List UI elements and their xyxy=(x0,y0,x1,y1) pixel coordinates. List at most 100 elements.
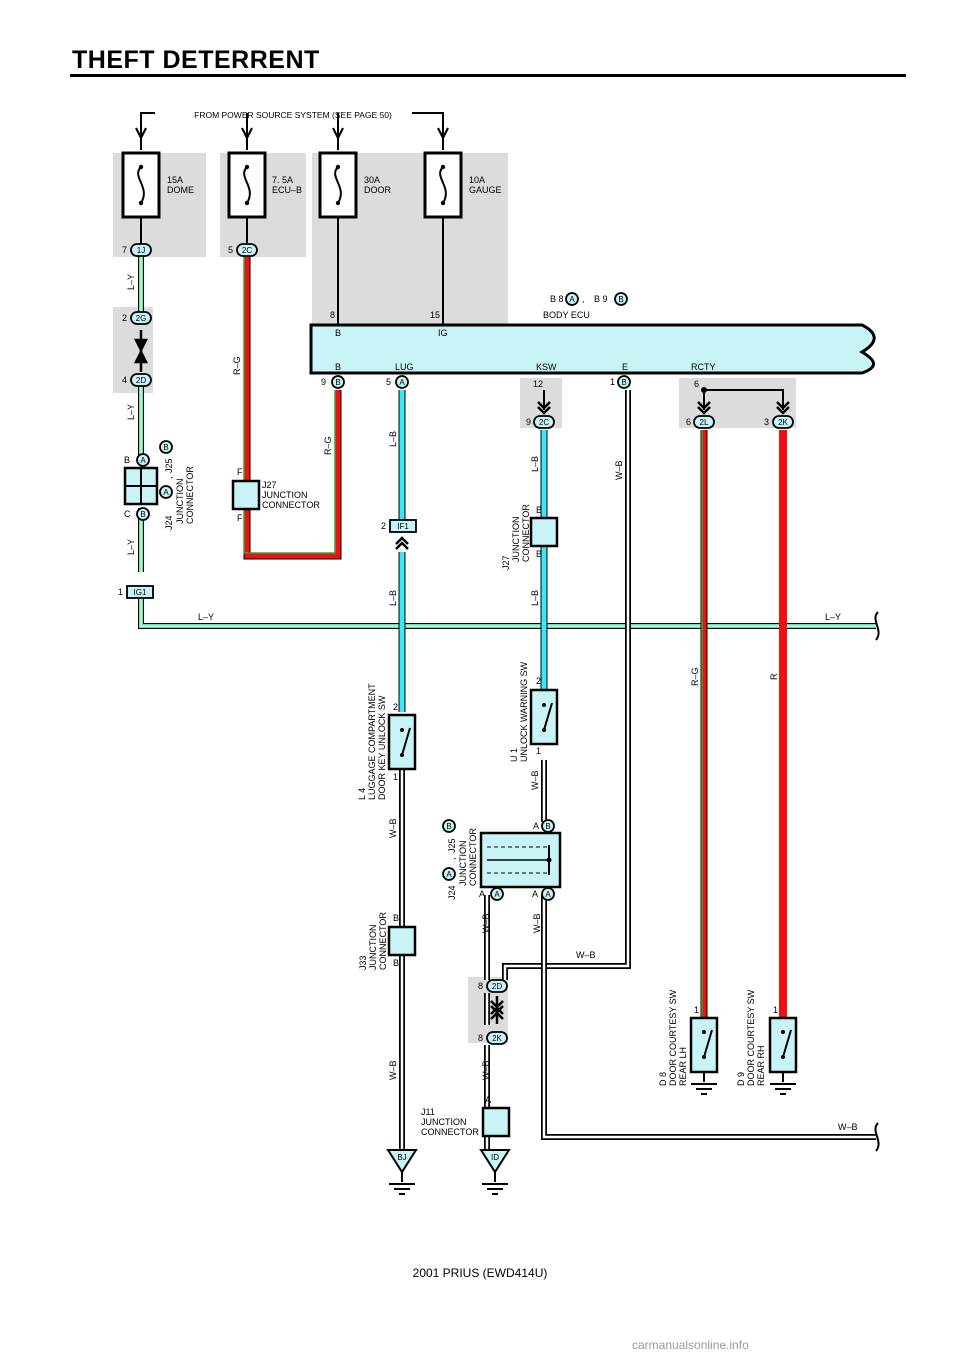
wire-label-wb-6: W–B xyxy=(576,950,596,960)
switch-d8 xyxy=(689,1016,719,1095)
pin-2g-num: 2 xyxy=(122,313,127,323)
ecu-top-term-ig: IG xyxy=(438,328,448,338)
power-source-label: FROM POWER SOURCE SYSTEM (SEE PAGE 50) xyxy=(194,110,392,120)
wire-label-lb-1: L–B xyxy=(388,431,398,447)
l4-pin-top: 2 xyxy=(393,702,398,712)
j24-bot-pin-right: A xyxy=(532,889,538,899)
ecu-letter-pin-b: B xyxy=(335,378,340,387)
j27-left-pin-top: F xyxy=(237,467,243,477)
ecu-sep: , xyxy=(582,294,585,304)
wire-label-ly-3: L–Y xyxy=(126,539,136,555)
wire-label-ly-4: L–Y xyxy=(198,612,214,622)
d9-line2: DOOR COURTESY SW xyxy=(746,989,756,1086)
fuse-gauge-name: GAUGE xyxy=(469,185,502,195)
conn-1j: 1J xyxy=(137,246,145,255)
wire-label-wb-4: W–B xyxy=(481,913,491,933)
j27-left-box xyxy=(231,479,261,511)
pin-1j-num: 7 xyxy=(122,245,127,255)
ecu-letter-a: A xyxy=(569,295,575,304)
fuse-ecu-b-name: ECU–B xyxy=(272,185,302,195)
u1-pin-top: 2 xyxy=(536,676,541,686)
d8-pin: 1 xyxy=(694,1005,699,1015)
d8-line3: REAR LH xyxy=(678,1047,688,1086)
d8-line1: D 8 xyxy=(658,1072,668,1086)
j33-pin-top: B xyxy=(393,913,399,923)
l4-pin-bot: 1 xyxy=(393,772,398,782)
fuse-ecu-b-rating: 7. 5A xyxy=(272,175,293,185)
pin-if1-num: 2 xyxy=(381,521,386,531)
j24-bot-j25: J25 xyxy=(447,838,457,853)
j24-bot-pin-top: A xyxy=(533,821,539,831)
wire-label-rg-1: R–G xyxy=(232,356,242,375)
wire-label-lb-2: L–B xyxy=(388,590,398,606)
conn-ig1: IG1 xyxy=(134,588,147,597)
j24-bot-letter-a3: A xyxy=(446,870,452,879)
ground-id: ID xyxy=(479,1149,511,1195)
j24-top-junction: JUNCTION xyxy=(175,479,185,525)
ecu-top-pin-ig: 15 xyxy=(430,310,440,320)
j24-top-letter-a: A xyxy=(140,456,146,465)
ecu-conn-a: B 8 xyxy=(550,294,564,304)
u1-line1: U 1 xyxy=(509,748,519,762)
ecu-letter-b: B xyxy=(618,295,623,304)
j27-right-box xyxy=(529,516,559,548)
j24-top-letter-b2: B xyxy=(163,443,168,452)
j24-bot-letter-a2: A xyxy=(545,890,551,899)
conn-2d-top: 2D xyxy=(136,376,146,385)
j24-bot-letter-b: B xyxy=(545,822,550,831)
wire-label-ly-5: L–Y xyxy=(825,612,841,622)
wire-label-ly-2: L–Y xyxy=(126,404,136,420)
j11-pin: A xyxy=(485,1095,491,1105)
fuse-door-name: DOOR xyxy=(364,185,392,195)
pin-2d-bot-num: 8 xyxy=(478,981,483,991)
fuse-gauge: 10A GAUGE xyxy=(423,151,502,219)
ecu-term-lug: LUG xyxy=(395,362,414,372)
j24-j25-bottom-junction xyxy=(479,831,562,889)
wire-label-ly-1: L–Y xyxy=(126,274,136,290)
inline-connector-2g-2d xyxy=(133,330,149,372)
body-ecu xyxy=(309,323,876,375)
wire-label-lb-4: L–B xyxy=(530,590,540,606)
j11-line1: J11 xyxy=(421,1107,435,1117)
d9-pin: 1 xyxy=(773,1005,778,1015)
j27-left-line3: CONNECTOR xyxy=(262,500,320,510)
ground-id-label: ID xyxy=(491,1153,499,1162)
ecu-pin-rcty: 6 xyxy=(694,379,699,389)
connector-letter-circles xyxy=(136,292,631,901)
wire-r-g-d8 xyxy=(700,430,708,1018)
wire-label-wb-9: W–B xyxy=(838,1122,858,1132)
wire-label-lb-3: L–B xyxy=(530,456,540,472)
ecu-pin-ksw: 12 xyxy=(533,379,543,389)
switch-u1 xyxy=(529,688,559,746)
conn-2g: 2G xyxy=(136,314,147,323)
j33-pin-bot: B xyxy=(393,958,399,968)
conn-2c-top: 2C xyxy=(242,246,252,255)
ecu-term-ksw: KSW xyxy=(536,362,557,372)
fuse-dome-name: DOME xyxy=(167,185,194,195)
j24-top-pin-b: B xyxy=(124,455,130,465)
fuse-door-rating: 30A xyxy=(364,175,380,185)
conn-2k-top: 2K xyxy=(778,418,788,427)
wire-label-wb-7: W–B xyxy=(388,1060,398,1080)
d9-line3: REAR RH xyxy=(756,1045,766,1086)
u1-line2: UNLOCK WARNING SW xyxy=(519,661,529,762)
j27-right-line3: CONNECTOR xyxy=(521,504,531,562)
j33-box xyxy=(387,925,417,957)
page-title: THEFT DETERRENT xyxy=(72,46,320,74)
pin-2c-mid-num: 9 xyxy=(526,417,531,427)
ecu-term-e: E xyxy=(622,362,628,372)
j11-line3: CONNECTOR xyxy=(421,1127,479,1137)
j27-right-line2: JUNCTION xyxy=(511,517,521,563)
fuse-ecu-b: 7. 5A ECU–B xyxy=(227,151,302,219)
j24-top-letter-b: B xyxy=(140,510,145,519)
l4-line1: L 4 xyxy=(357,788,367,800)
wire-label-rg-2: R–G xyxy=(323,436,333,455)
fuse-door: 30A DOOR xyxy=(318,151,392,219)
wire-label-rg-3: R–G xyxy=(690,667,700,686)
j27-left-pin-bot: F xyxy=(237,513,243,523)
j27-left-line1: J27 xyxy=(262,480,277,490)
ecu-pin-lug: 5 xyxy=(386,377,391,387)
wire-w-b-lower-core xyxy=(400,760,876,1150)
